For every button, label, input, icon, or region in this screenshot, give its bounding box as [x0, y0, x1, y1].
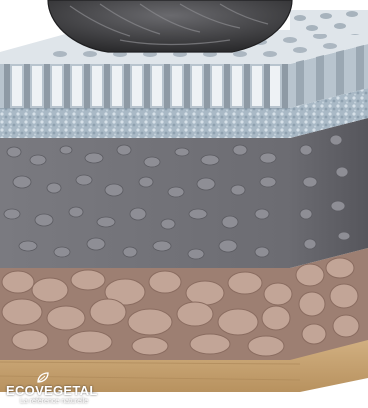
tire-illustration	[48, 0, 292, 52]
brand-tagline: La référence naturelle	[20, 398, 88, 405]
brand-logo: ECOVEGETAL La référence naturelle	[6, 372, 136, 404]
brand-name: ECOVEGETAL	[6, 383, 98, 398]
gravel-layer	[0, 118, 368, 268]
